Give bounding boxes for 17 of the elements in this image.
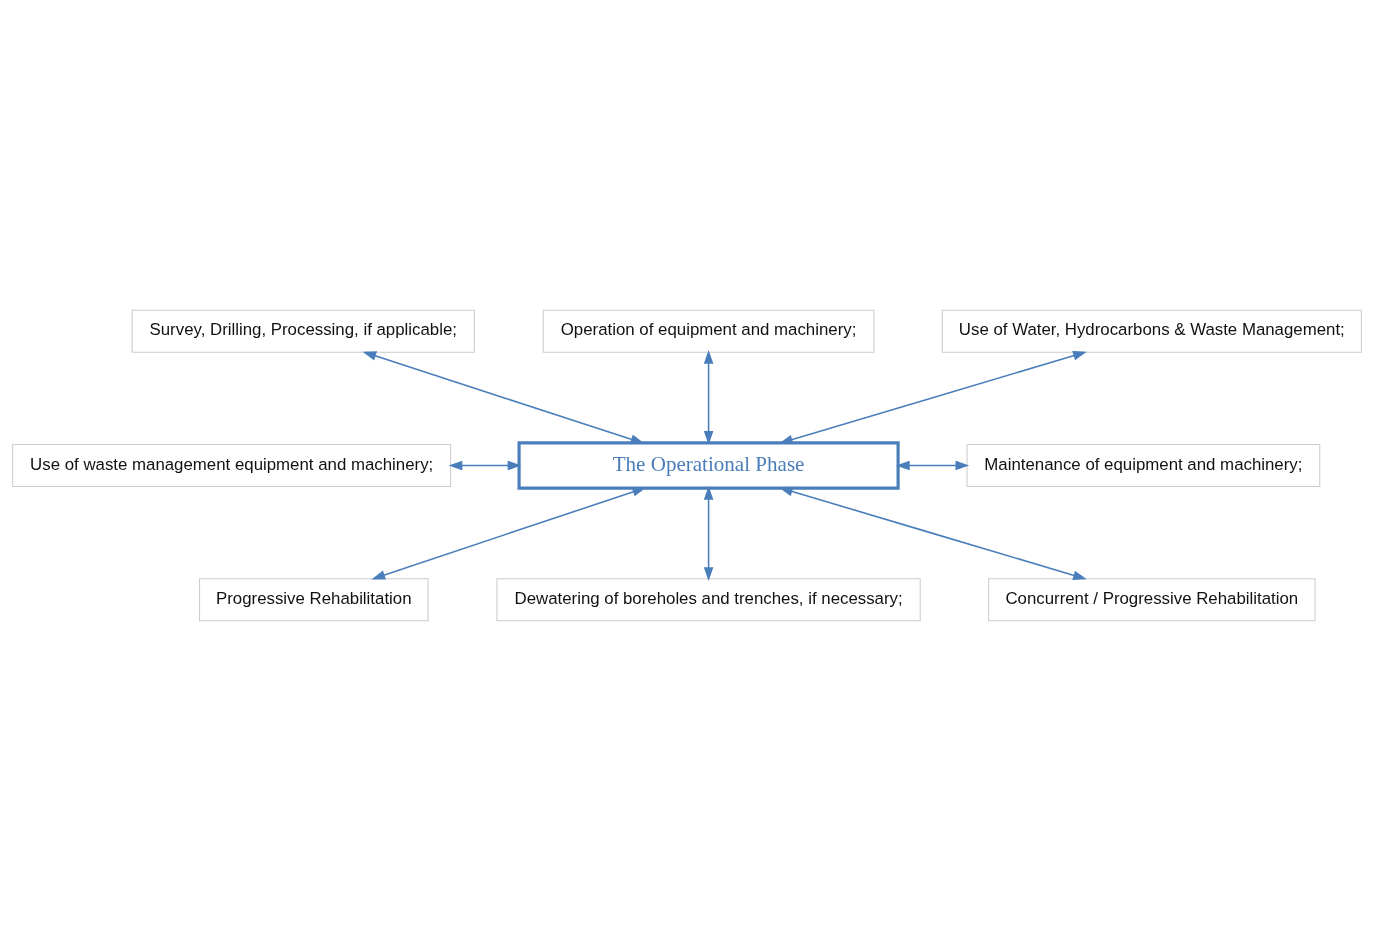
arrow <box>703 349 714 445</box>
arrow <box>371 486 647 580</box>
arrow <box>779 350 1087 444</box>
arrow <box>448 460 522 470</box>
node-box: Use of Water, Hydrocarbons & Waste Management; <box>941 309 1362 353</box>
node-box: Concurrent / Progressive Rehabilitation <box>988 577 1316 621</box>
node-box: The Operational Phase <box>517 440 900 490</box>
node-box: Operation of equipment and machinery; <box>542 309 875 353</box>
arrow <box>362 350 645 444</box>
node-box: Maintenance of equipment and machinery; <box>966 443 1321 487</box>
node-box: Progressive Rehabilitation <box>199 577 429 621</box>
arrow <box>703 485 714 581</box>
node-box: Dewatering of boreholes and trenches, if necessary; <box>496 577 921 621</box>
arrow <box>896 460 970 470</box>
node-box: Survey, Drilling, Processing, if applicable; <box>131 309 475 353</box>
arrow <box>779 486 1087 580</box>
node-box: Use of waste management equipment and machinery; <box>12 443 452 487</box>
